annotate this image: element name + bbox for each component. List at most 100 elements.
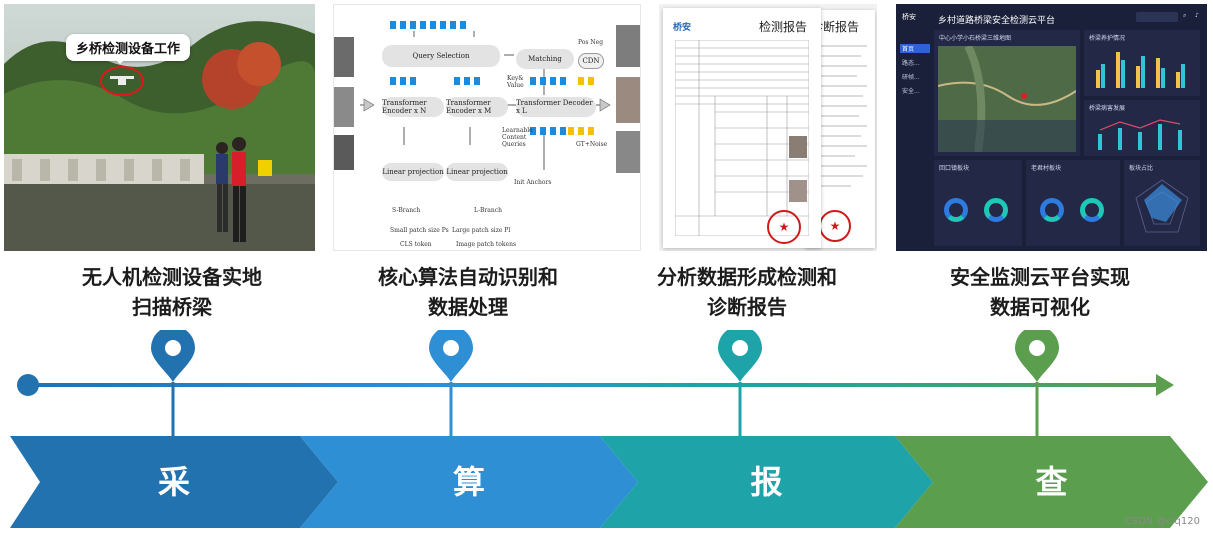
timeline-pin-4 xyxy=(1015,330,1059,440)
watermark: CSDN @clq120 xyxy=(1124,516,1200,527)
drone-photo-scene xyxy=(4,4,315,251)
encoder-m-block: Transformer Encoder x M xyxy=(446,97,508,117)
caption-step-3-line-1: 分析数据形成检测和 xyxy=(657,265,837,289)
gt-noise-label: GT+Noise xyxy=(576,141,608,148)
dashboard-nav-4[interactable]: 安全... xyxy=(902,88,920,95)
dashboard-radar-chart xyxy=(1135,179,1189,233)
dashboard-satellite-map[interactable] xyxy=(937,44,1077,153)
result-sample-3 xyxy=(616,131,640,173)
dashboard-search[interactable] xyxy=(1136,12,1178,22)
dashboard-huikou-title: 回口镇板块 xyxy=(939,165,970,172)
crack-sample-1 xyxy=(334,37,354,77)
step-label-4: 查 xyxy=(1035,463,1067,501)
caption-step-4-line-2: 数据可视化 xyxy=(990,295,1090,319)
step-label-3: 报 xyxy=(750,463,782,501)
dashboard-laoshe-title: 老君村板块 xyxy=(1031,165,1062,172)
caption-step-3: 分析数据形成检测和 诊断报告 xyxy=(622,262,872,322)
decoder-l-block: Transformer Decoder x L xyxy=(516,97,596,117)
algorithm-diagram: Query Selection Transformer Encoder x N … xyxy=(333,4,641,251)
dashboard-title: 乡村道路桥梁安全检测云平台 xyxy=(938,16,1056,26)
caption-step-1: 无人机检测设备实地 扫描桥梁 xyxy=(47,262,297,322)
dashboard-disease-card: 桥梁病害发展 xyxy=(1084,100,1200,156)
caption-step-2-line-2: 数据处理 xyxy=(428,295,508,319)
step-label-2: 算 xyxy=(453,463,485,501)
cloud-dashboard: 桥安 乡村道路桥梁安全检测云平台 ⌕ ♪ 首页 路态... 研帧... 安全..… xyxy=(896,4,1207,251)
dashboard-disease-chart xyxy=(1098,119,1182,150)
report-back-stamp: ★ xyxy=(819,210,851,242)
step-chevron-2: 算 xyxy=(300,436,638,528)
init-anchors-label: Init Anchors xyxy=(514,179,552,186)
report-front-stamp: ★ xyxy=(767,210,801,244)
report-logo: 桥安 xyxy=(673,23,692,33)
report-title: 检测报告 xyxy=(759,20,808,34)
crack-sample-3 xyxy=(334,135,354,170)
process-timeline xyxy=(17,330,1174,440)
dashboard-maintenance-title: 桥梁养护情况 xyxy=(1089,35,1126,42)
dashboard-bell-icon[interactable]: ♪ xyxy=(1195,12,1199,19)
query-selection-block: Query Selection xyxy=(382,45,500,67)
dashboard-huikou-donut-2 xyxy=(984,198,1008,222)
report-page-front: 桥安 检测报告 ★ xyxy=(663,8,821,248)
drone-callout: 乡桥检测设备工作 xyxy=(66,34,191,64)
dashboard-search-icon[interactable]: ⌕ xyxy=(1183,12,1187,19)
report-table xyxy=(675,40,809,236)
caption-step-3-line-2: 诊断报告 xyxy=(707,295,787,319)
timeline-axis xyxy=(36,383,1160,387)
step-chevron-1: 采 xyxy=(10,436,338,528)
inspection-report: 诊断报告 ★ 桥安 检测报告 ★ xyxy=(659,4,877,251)
dashboard-maintenance-bars xyxy=(1096,52,1185,88)
dashboard-laoshe-donut-1 xyxy=(1040,198,1064,222)
small-patch-label: Small patch size Ps xyxy=(390,227,449,234)
caption-step-4: 安全监测云平台实现 数据可视化 xyxy=(915,262,1165,322)
algorithm-arrows xyxy=(360,31,611,170)
cdn-block: CDN xyxy=(578,53,604,69)
s-branch-label: S-Branch xyxy=(392,207,421,214)
pos-neg-label: Pos Neg xyxy=(578,39,604,46)
timeline-arrowhead xyxy=(1156,374,1174,396)
caption-step-4-line-1: 安全监测云平台实现 xyxy=(950,265,1130,289)
timeline-start-dot xyxy=(17,374,39,396)
timeline-pin-2 xyxy=(429,330,473,440)
linear-projection-block-1: Linear projection xyxy=(382,163,444,181)
caption-step-2-line-1: 核心算法自动识别和 xyxy=(378,265,558,289)
result-sample-2 xyxy=(616,77,640,123)
drone-highlight-ring xyxy=(100,66,144,96)
dashboard-nav-home[interactable]: 首页 xyxy=(900,44,930,53)
learnable-queries-label: Learnable Content Queries xyxy=(502,127,533,148)
encoder-n-block: Transformer Encoder x N xyxy=(382,97,444,117)
dashboard-nav-3[interactable]: 研帧... xyxy=(902,74,920,81)
caption-step-1-line-1: 无人机检测设备实地 xyxy=(82,265,262,289)
dashboard-map-card: 中心小学小石桥梁三维地图 xyxy=(934,30,1080,156)
large-patch-label: Large patch size Pl xyxy=(452,227,511,234)
matching-block: Matching xyxy=(516,49,574,69)
dashboard-ratio-card: 板块占比 xyxy=(1124,160,1200,246)
dashboard-ratio-title: 板块占比 xyxy=(1129,165,1154,172)
timeline-pin-3 xyxy=(718,330,762,440)
linear-projection-block-2: Linear projection xyxy=(446,163,508,181)
key-value-label: Key& Value xyxy=(507,75,524,89)
dashboard-laoshe-card: 老君村板块 xyxy=(1026,160,1120,246)
dashboard-maintenance-card: 桥梁养护情况 xyxy=(1084,30,1200,96)
caption-step-1-line-2: 扫描桥梁 xyxy=(132,295,212,319)
dashboard-huikou-donut-1 xyxy=(944,198,968,222)
image-patch-tokens-label: Image patch tokens xyxy=(456,241,517,248)
dashboard-laoshe-donut-2 xyxy=(1080,198,1104,222)
dashboard-huikou-card: 回口镇板块 xyxy=(934,160,1022,246)
step-label-1: 采 xyxy=(158,463,190,501)
dashboard-logo: 桥安 xyxy=(902,13,916,21)
step-chevron-band: 采算报查 xyxy=(10,436,1208,528)
result-sample-1 xyxy=(616,25,640,67)
step-chevron-4: 查 xyxy=(895,436,1208,528)
l-branch-label: L-Branch xyxy=(474,207,502,214)
drone-photo: 乡桥检测设备工作 xyxy=(4,4,315,251)
dashboard-map-art xyxy=(937,44,1077,153)
crack-sample-2 xyxy=(334,87,354,127)
step-chevron-3: 报 xyxy=(600,436,933,528)
caption-step-2: 核心算法自动识别和 数据处理 xyxy=(343,262,593,322)
dashboard-disease-title: 桥梁病害发展 xyxy=(1089,105,1126,112)
cls-token-label: CLS token xyxy=(400,241,432,248)
dashboard-map-title: 中心小学小石桥梁三维地图 xyxy=(939,35,1012,42)
dashboard-nav-2[interactable]: 路态... xyxy=(902,60,920,67)
report-back-title: 诊断报告 xyxy=(811,20,860,34)
timeline-pin-1 xyxy=(151,330,195,440)
